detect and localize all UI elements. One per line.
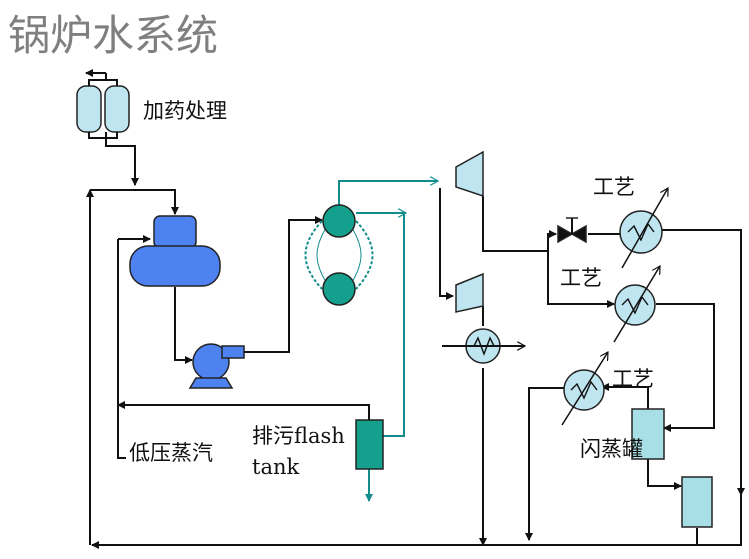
label-flash-tank: 闪蒸罐 <box>580 437 643 461</box>
feed-pump <box>188 343 245 389</box>
process-exchanger-2 <box>613 266 661 343</box>
label-process-top: 工艺 <box>593 175 635 199</box>
boiler-drums <box>322 204 356 306</box>
label-process-mid: 工艺 <box>560 266 602 290</box>
process-exchanger-3 <box>561 352 608 426</box>
label-low-pressure-steam: 低压蒸汽 <box>129 441 213 465</box>
deaerator <box>129 215 221 287</box>
steam-turbine-2 <box>455 272 484 313</box>
diagram-title: 锅炉水系统 <box>8 11 218 60</box>
control-valve <box>557 217 587 244</box>
condenser <box>442 328 525 364</box>
process-exchanger-1 <box>619 188 669 269</box>
steam-piping <box>304 181 439 502</box>
blowdown-flash-tank <box>355 419 384 470</box>
label-process-lower: 工艺 <box>612 367 654 391</box>
label-chemical-treatment: 加药处理 <box>143 99 227 123</box>
label-blowdown-flash-line2: tank <box>252 455 299 479</box>
label-blowdown-flash-line1: 排污flash <box>252 424 345 448</box>
water-piping <box>85 69 745 549</box>
chemical-treatment-unit <box>76 79 130 139</box>
condensate-receiver <box>681 476 713 528</box>
flash-tank <box>631 408 665 460</box>
steam-turbine-1 <box>455 150 484 198</box>
